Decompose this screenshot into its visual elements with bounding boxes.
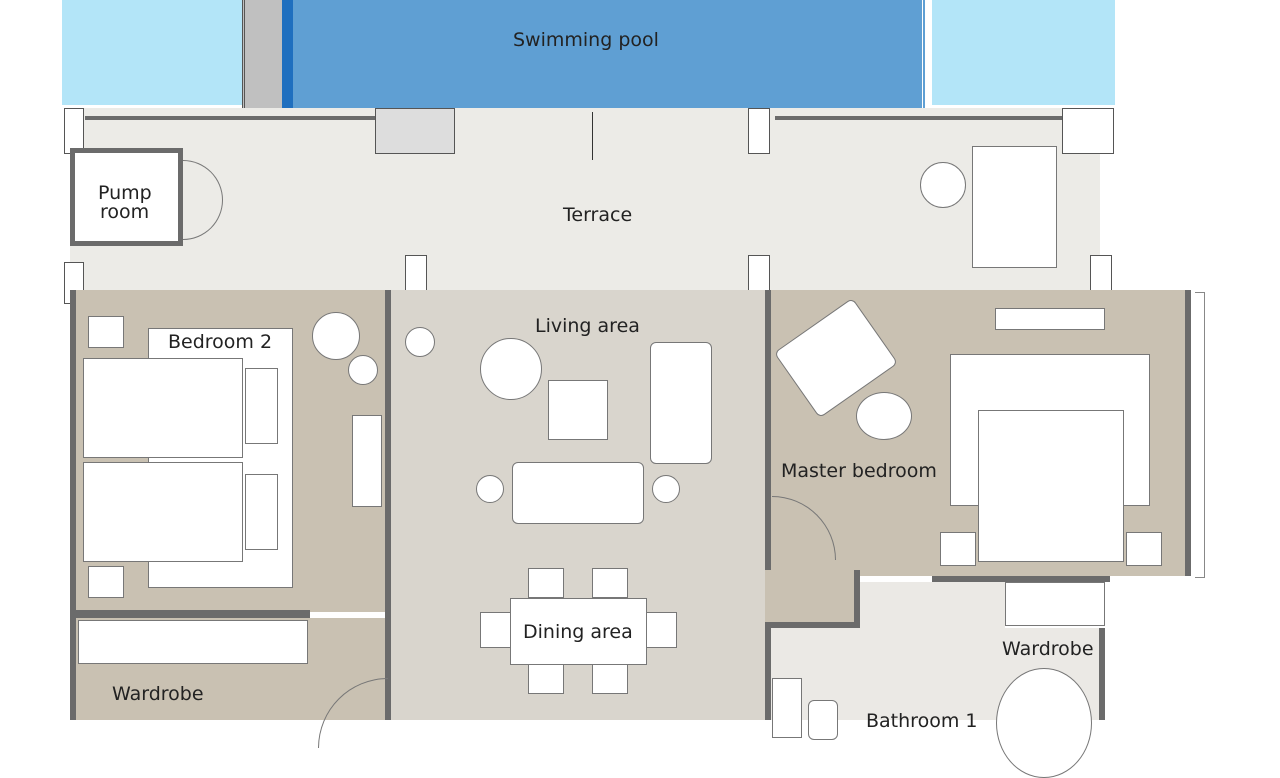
wardrobe-closet bbox=[78, 620, 308, 664]
tv-unit bbox=[995, 308, 1105, 330]
toilet bbox=[808, 700, 838, 740]
water-left bbox=[62, 0, 242, 105]
dining-chair bbox=[645, 612, 677, 648]
sofa[interactable] bbox=[650, 342, 712, 464]
terrace-rail-top-right bbox=[775, 116, 1065, 120]
label-pump-room-1: Pump bbox=[98, 182, 152, 204]
label-dining-area: Dining area bbox=[523, 621, 633, 643]
label-living-area: Living area bbox=[535, 315, 640, 337]
armchair bbox=[480, 338, 542, 400]
pump-room bbox=[70, 148, 183, 246]
bedside-table bbox=[245, 474, 278, 550]
bed[interactable] bbox=[978, 410, 1124, 562]
vanity bbox=[772, 678, 802, 738]
label-pump-room-2: room bbox=[100, 201, 150, 223]
balcony-edge bbox=[1195, 292, 1205, 578]
lamp-icon bbox=[88, 566, 124, 598]
dining-chair bbox=[592, 664, 628, 694]
side-table bbox=[476, 475, 504, 503]
partition-wall bbox=[385, 290, 391, 720]
pool-ladder-icon bbox=[592, 112, 612, 160]
side-table bbox=[348, 355, 378, 385]
sliding-panel bbox=[352, 415, 382, 507]
dining-table bbox=[510, 598, 647, 665]
bathtub bbox=[996, 668, 1092, 778]
bathroom-upper bbox=[860, 582, 1005, 628]
bedside-table bbox=[1126, 532, 1162, 566]
sofa[interactable] bbox=[512, 462, 644, 524]
sun-lounger bbox=[972, 146, 1057, 268]
side-table bbox=[652, 475, 680, 503]
label-wardrobe-right: Wardrobe bbox=[1002, 638, 1094, 660]
label-bedroom-2: Bedroom 2 bbox=[168, 331, 273, 353]
label-wardrobe-left: Wardrobe bbox=[112, 683, 204, 705]
swimming-pool bbox=[282, 0, 926, 108]
terrace-table bbox=[920, 162, 966, 208]
column bbox=[748, 108, 770, 154]
partition-wall bbox=[765, 290, 771, 570]
master-bath-nook bbox=[765, 570, 860, 628]
armchair bbox=[312, 312, 360, 360]
coffee-table bbox=[548, 380, 608, 440]
water-right bbox=[932, 0, 1115, 105]
dining-chair bbox=[592, 568, 628, 598]
dining-chair bbox=[480, 612, 512, 648]
bathroom-wall bbox=[932, 576, 1110, 582]
terrace-rail-top bbox=[85, 116, 455, 120]
lamp-icon bbox=[88, 316, 124, 348]
bedside-table bbox=[940, 532, 976, 566]
bed[interactable] bbox=[83, 358, 243, 458]
label-swimming-pool: Swimming pool bbox=[513, 29, 659, 51]
wardrobe-closet bbox=[1005, 582, 1105, 626]
bedside-table bbox=[245, 368, 278, 444]
column bbox=[1062, 108, 1114, 154]
dining-chair bbox=[528, 568, 564, 598]
ottoman bbox=[856, 392, 912, 440]
label-master-bedroom: Master bedroom bbox=[781, 460, 937, 482]
bed[interactable] bbox=[83, 462, 243, 562]
label-terrace: Terrace bbox=[563, 204, 633, 226]
dining-chair bbox=[528, 664, 564, 694]
pool-deck-strip bbox=[242, 0, 282, 108]
wardrobe-wall bbox=[70, 610, 310, 618]
lamp-icon bbox=[405, 327, 435, 357]
column bbox=[375, 108, 455, 154]
label-bathroom-1: Bathroom 1 bbox=[866, 710, 978, 732]
